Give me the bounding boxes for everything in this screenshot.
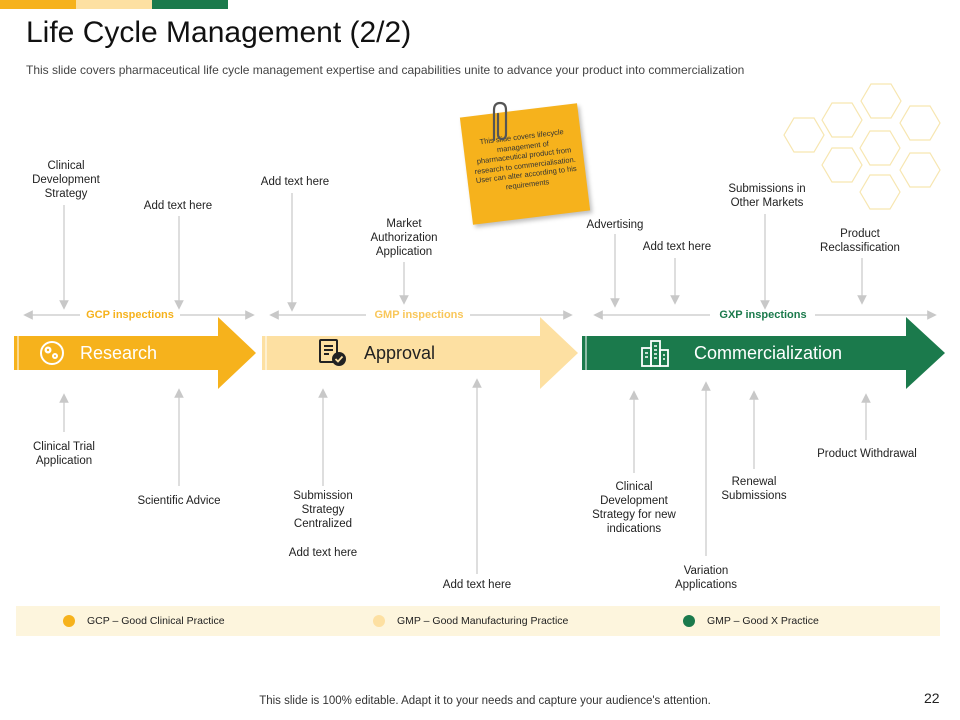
- top-accent-bar-green: [152, 0, 228, 9]
- top-accent-bar-cream: [76, 0, 152, 9]
- phase-research-label: Research: [80, 343, 158, 363]
- bottom-label-renewal-submissions: Renewal Submissions: [721, 476, 787, 502]
- inspection-gcp-label: GCP inspections: [86, 309, 174, 321]
- phase-approval-label: Approval: [364, 343, 436, 363]
- top-label-add-text-2: Add text here: [260, 176, 330, 188]
- top-label-submissions-other-markets: Submissions in Other Markets: [728, 183, 806, 209]
- paperclip-icon: [492, 101, 508, 142]
- top-label-clinical-development-strategy: Clinical Development Strategy: [32, 160, 100, 200]
- legend: GCP – Good Clinical Practice GMP – Good …: [16, 606, 940, 636]
- slide-title: Life Cycle Management (2/2): [26, 16, 412, 49]
- legend-gcp-label: GCP – Good Clinical Practice: [87, 615, 225, 627]
- bottom-label-submission-strategy: Submission Strategy Centralized: [293, 490, 353, 530]
- approval-document-icon: [319, 339, 346, 366]
- legend-gmp-label: GMP – Good Manufacturing Practice: [397, 615, 569, 627]
- bottom-label-product-withdrawal: Product Withdrawal: [817, 448, 917, 460]
- bottom-label-add-text-1: Add text here: [288, 547, 358, 559]
- top-label-product-reclassification: Product Reclassification: [820, 228, 900, 254]
- buildings-icon: [641, 340, 669, 367]
- top-label-market-authorization: Market Authorization Application: [370, 218, 438, 258]
- research-arrow: [14, 317, 256, 389]
- commercialization-arrow: [582, 317, 945, 389]
- bottom-label-variation-applications: Variation Applications: [674, 565, 737, 591]
- footer-note: This slide is 100% editable. Adapt it to…: [259, 695, 711, 707]
- bottom-label-add-text-2: Add text here: [442, 579, 512, 591]
- bottom-label-scientific-advice: Scientific Advice: [137, 495, 221, 507]
- top-label-add-text-3: Add text here: [642, 241, 712, 253]
- legend-gmp-dot: [373, 615, 385, 627]
- inspection-gxp-label: GXP inspections: [719, 309, 807, 321]
- slide-subtitle: This slide covers pharmaceutical life cy…: [26, 63, 745, 77]
- hexagon-decoration: [783, 83, 941, 210]
- legend-gxp-label: GMP – Good X Practice: [707, 615, 819, 627]
- legend-gcp-dot: [63, 615, 75, 627]
- bottom-label-clinical-development-new: Clinical Development Strategy for new in…: [592, 481, 676, 535]
- top-accent-bar-gold: [0, 0, 76, 9]
- top-label-advertising: Advertising: [586, 219, 644, 231]
- phase-commercialization-label: Commercialization: [694, 343, 843, 363]
- bottom-label-clinical-trial-application: Clinical Trial Application: [33, 441, 95, 467]
- inspection-gmp-label: GMP inspections: [374, 309, 464, 321]
- research-gears-icon: [40, 341, 64, 365]
- approval-arrow: [262, 317, 578, 389]
- legend-gxp-dot: [683, 615, 695, 627]
- top-label-add-text-1: Add text here: [143, 200, 213, 212]
- page-number: 22: [924, 690, 940, 706]
